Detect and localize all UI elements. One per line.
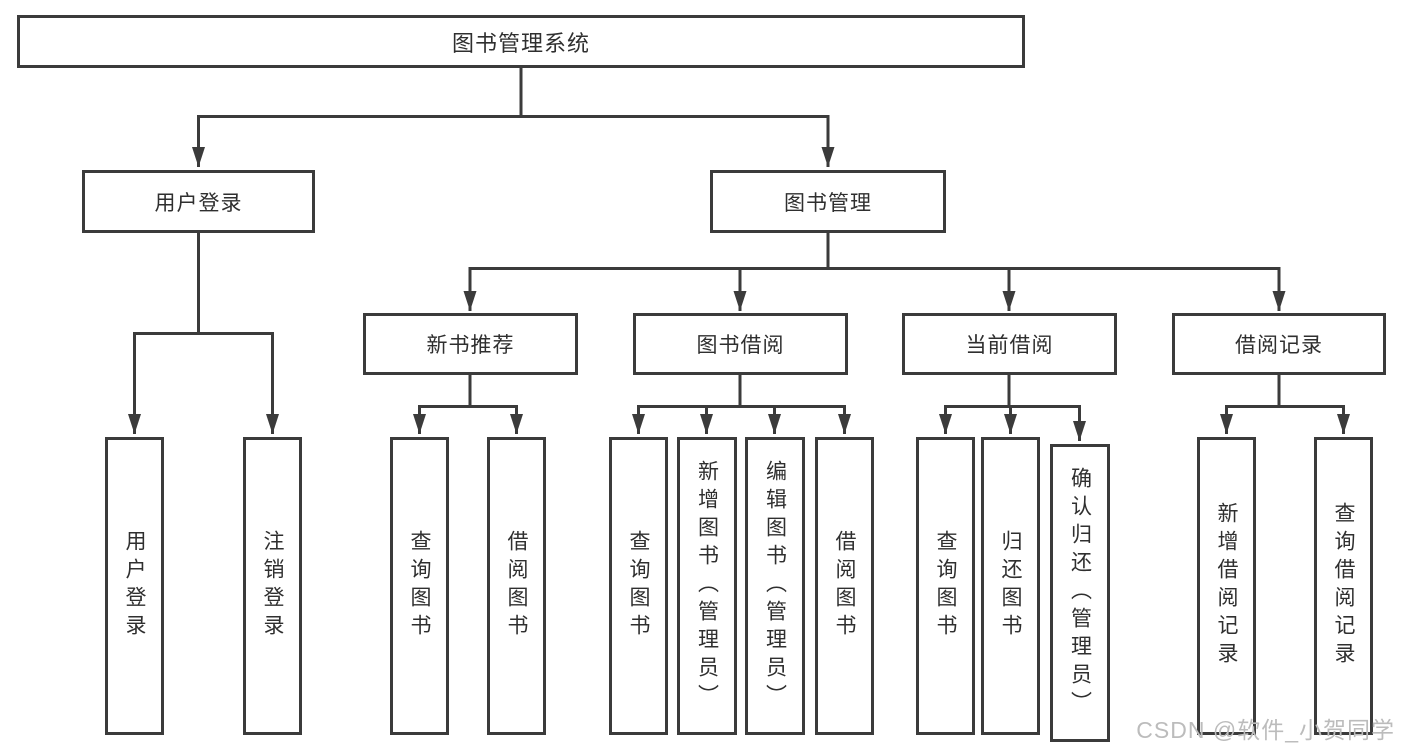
- leaf-bb-edit-books: 编辑图书（管理员）: [745, 437, 805, 735]
- node-book-borrow-label: 图书借阅: [696, 334, 785, 357]
- leaf-bb-edit-books-label: 编辑图书（管理员）: [763, 460, 787, 712]
- node-book-management-label: 图书管理: [784, 191, 872, 215]
- node-book-borrow: 图书借阅: [633, 313, 848, 375]
- node-user-login-label: 用户登录: [154, 191, 243, 215]
- node-new-book-recommend-label: 新书推荐: [426, 334, 515, 357]
- leaf-br-query-record: 查询借阅记录: [1314, 437, 1373, 735]
- node-borrow-records-label: 借阅记录: [1235, 334, 1323, 357]
- leaf-cb-query-books: 查询图书: [916, 437, 975, 735]
- leaf-bb-add-books-label: 新增图书（管理员）: [695, 460, 719, 712]
- node-root: 图书管理系统: [17, 15, 1025, 68]
- node-root-label: 图书管理系统: [451, 30, 590, 56]
- leaf-logout: 注销登录: [243, 437, 302, 735]
- leaf-bb-query-books-label: 查询图书: [627, 530, 650, 642]
- node-user-login: 用户登录: [82, 170, 315, 233]
- node-borrow-records: 借阅记录: [1172, 313, 1386, 375]
- leaf-br-query-record-label: 查询借阅记录: [1332, 502, 1355, 670]
- leaf-cb-return-books-label: 归还图书: [999, 530, 1022, 642]
- node-current-borrow-label: 当前借阅: [965, 334, 1054, 357]
- leaf-bb-add-books: 新增图书（管理员）: [677, 437, 737, 735]
- leaf-user-login-label: 用户登录: [123, 530, 146, 642]
- leaf-nb-query-books-label: 查询图书: [408, 530, 431, 642]
- leaf-cb-confirm-return: 确认归还（管理员）: [1050, 444, 1110, 742]
- leaf-nb-borrow-books-label: 借阅图书: [505, 530, 528, 642]
- leaf-nb-query-books: 查询图书: [390, 437, 449, 735]
- leaf-cb-return-books: 归还图书: [981, 437, 1040, 735]
- leaf-bb-query-books: 查询图书: [609, 437, 668, 735]
- leaf-nb-borrow-books: 借阅图书: [487, 437, 546, 735]
- leaf-br-add-record: 新增借阅记录: [1197, 437, 1256, 735]
- node-new-book-recommend: 新书推荐: [363, 313, 578, 375]
- leaf-logout-label: 注销登录: [261, 530, 284, 642]
- leaf-bb-borrow-books: 借阅图书: [815, 437, 874, 735]
- node-book-management: 图书管理: [710, 170, 946, 233]
- node-current-borrow: 当前借阅: [902, 313, 1117, 375]
- watermark: CSDN @软件_小贺同学: [1136, 717, 1395, 743]
- leaf-br-add-record-label: 新增借阅记录: [1215, 502, 1238, 670]
- leaf-cb-query-books-label: 查询图书: [934, 530, 957, 642]
- leaf-cb-confirm-return-label: 确认归还（管理员）: [1068, 467, 1092, 719]
- leaf-user-login: 用户登录: [105, 437, 164, 735]
- leaf-bb-borrow-books-label: 借阅图书: [833, 530, 856, 642]
